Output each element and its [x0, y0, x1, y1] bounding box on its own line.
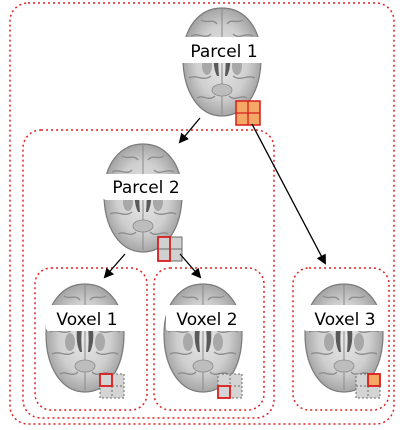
label-parcel2: Parcel 2 — [112, 178, 179, 198]
group-voxel1 — [34, 267, 148, 411]
label-voxel2: Voxel 2 — [176, 310, 237, 330]
group-parcel2 — [22, 129, 275, 419]
label-parcel1: Parcel 1 — [190, 42, 257, 62]
label-voxel1: Voxel 1 — [56, 310, 117, 330]
region-grid-parcel1 — [235, 100, 261, 126]
arrow-parcel1-to-voxel3 — [251, 123, 326, 265]
arrow-parcel1-to-parcel2 — [178, 117, 201, 144]
group-voxel3 — [292, 267, 390, 411]
arrow-parcel2-to-voxel2 — [179, 253, 202, 279]
region-grid-voxel2 — [217, 373, 243, 399]
region-grid-voxel3 — [355, 373, 381, 399]
arrow-parcel2-to-voxel1 — [103, 253, 126, 279]
group-voxel2 — [153, 267, 265, 411]
region-grid-parcel2 — [157, 236, 183, 262]
label-voxel3: Voxel 3 — [314, 310, 375, 330]
region-grid-voxel1 — [99, 373, 125, 399]
